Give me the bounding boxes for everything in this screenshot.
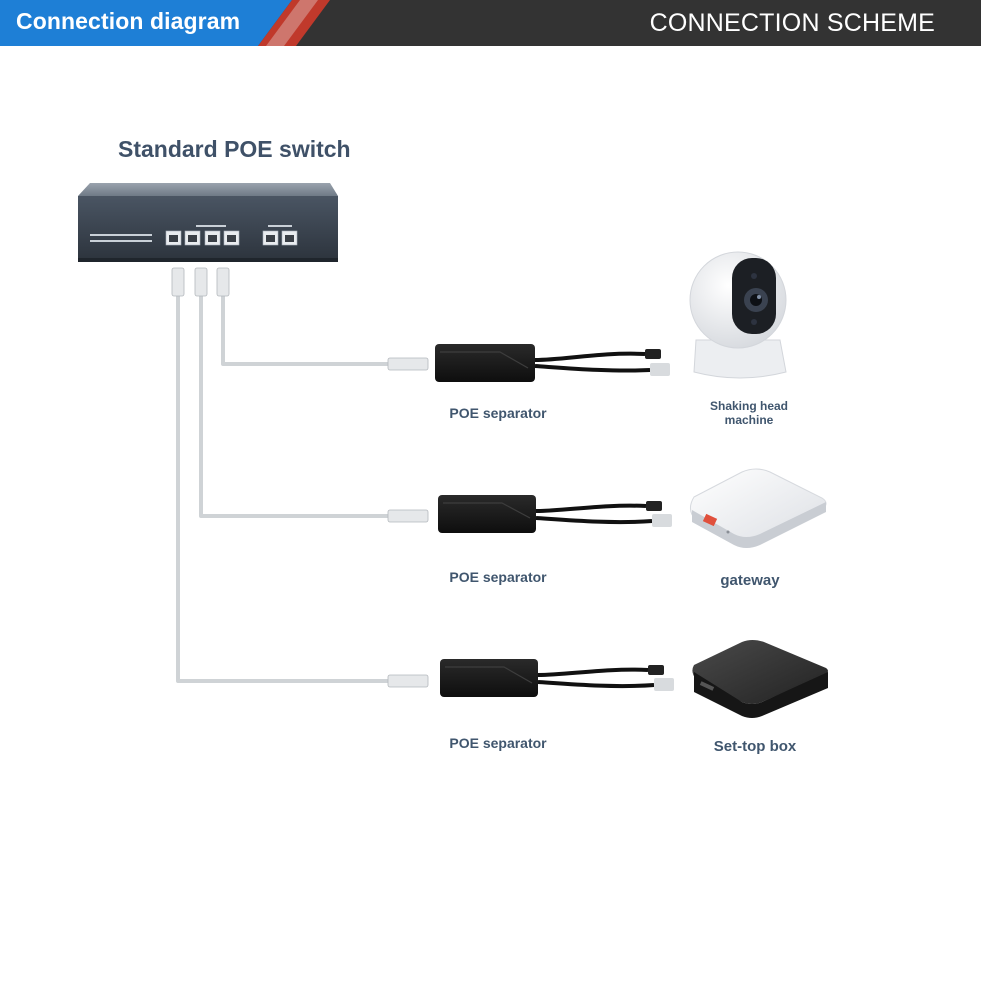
switch-plugs xyxy=(171,267,230,297)
gateway-icon xyxy=(690,468,827,548)
device-label-gateway: gateway xyxy=(720,572,780,589)
header-bar: Connection diagram CONNECTION SCHEME xyxy=(0,0,981,46)
device-label-set-top-box: Set-top box xyxy=(713,738,797,755)
separator-label-1: POE separator xyxy=(449,405,547,421)
poe-switch xyxy=(78,183,338,262)
ptz-camera-icon xyxy=(689,251,787,379)
switch-title: Standard POE switch xyxy=(118,136,351,162)
separator-label-2: POE separator xyxy=(449,569,547,585)
device-label-ptz-camera: Shaking head machine xyxy=(709,399,789,427)
header-right-title: CONNECTION SCHEME xyxy=(649,9,935,37)
separator-label-3: POE separator xyxy=(449,735,547,751)
poe-separator-3 xyxy=(387,659,674,697)
set-top-box-icon xyxy=(692,640,828,718)
poe-separator-2 xyxy=(387,495,672,533)
header-accent-shape xyxy=(0,0,330,46)
header-left-title: Connection diagram xyxy=(16,8,241,34)
poe-separator-1 xyxy=(387,344,670,382)
ethernet-cables xyxy=(176,296,392,683)
